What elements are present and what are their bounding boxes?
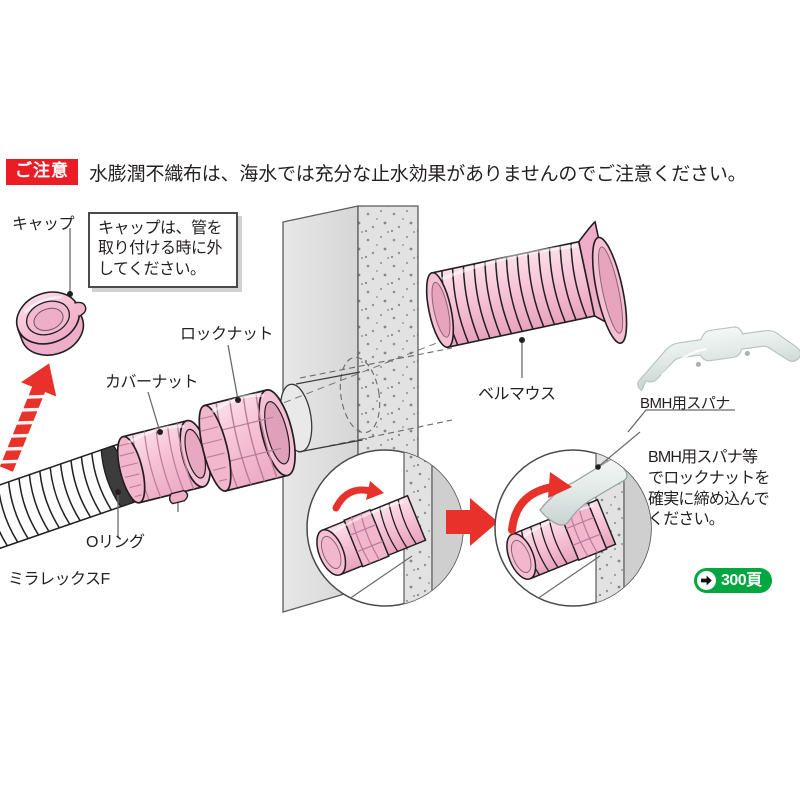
cap-callout-box: キャップは、管を 取り付ける時に外 してください。 [88,212,238,288]
instruction-line-4: ください。 [648,511,725,529]
callout-line-2: 取り付ける時に外 [98,240,223,258]
label-cap: キャップ [12,216,75,233]
rotation-arrow-before [332,481,384,512]
rotation-arrow-after [508,472,572,534]
instruction-text: BMH用スパナ等 でロックナットを 確実に締め込んで ください。 [648,448,800,531]
label-mirrelex-f: ミラレックスF [8,571,110,588]
leader-bmh-spanner [627,409,735,433]
leader-spanner-tip [597,431,641,468]
leader-cover-nut [147,391,161,433]
detail-view-before [306,449,464,607]
lock-nut-part [198,389,296,492]
cap-motion-arrow [0,363,57,472]
bell-mouth-part [425,220,628,349]
label-lock-nut: ロックナット [180,326,274,343]
instruction-line-2: でロックナットを [648,469,770,487]
arrow-right-icon [697,571,716,590]
callout-line-1: キャップは、管を [98,220,223,237]
warning-banner: ご注意 水膨潤不織布は、海水では充分な止水効果がありませんのでご注意ください。 [6,152,796,192]
cap-part [15,291,87,356]
warning-badge: ご注意 [6,159,78,185]
bmh-spanner-part [637,326,800,392]
callout-line-3: してください。 [98,260,206,278]
instruction-line-3: 確実に締め込んで [648,490,770,508]
label-cover-nut: カバーナット [105,374,199,391]
detail-view-after [494,449,652,607]
instruction-line-1: BMH用スパナ等 [648,449,758,466]
label-bell-mouth: ベルマウス [478,386,556,403]
page-reference-label: 300頁 [721,571,762,589]
label-bmh-spanner: BMH用スパナ [640,395,730,412]
transition-arrow [446,498,498,546]
page-reference-badge[interactable]: 300頁 [694,568,772,593]
warning-text: 水膨潤不織布は、海水では充分な止水効果がありませんのでご注意ください。 [89,163,747,185]
label-o-ring: Oリング [86,534,145,551]
leader-lock-nut [227,344,239,401]
